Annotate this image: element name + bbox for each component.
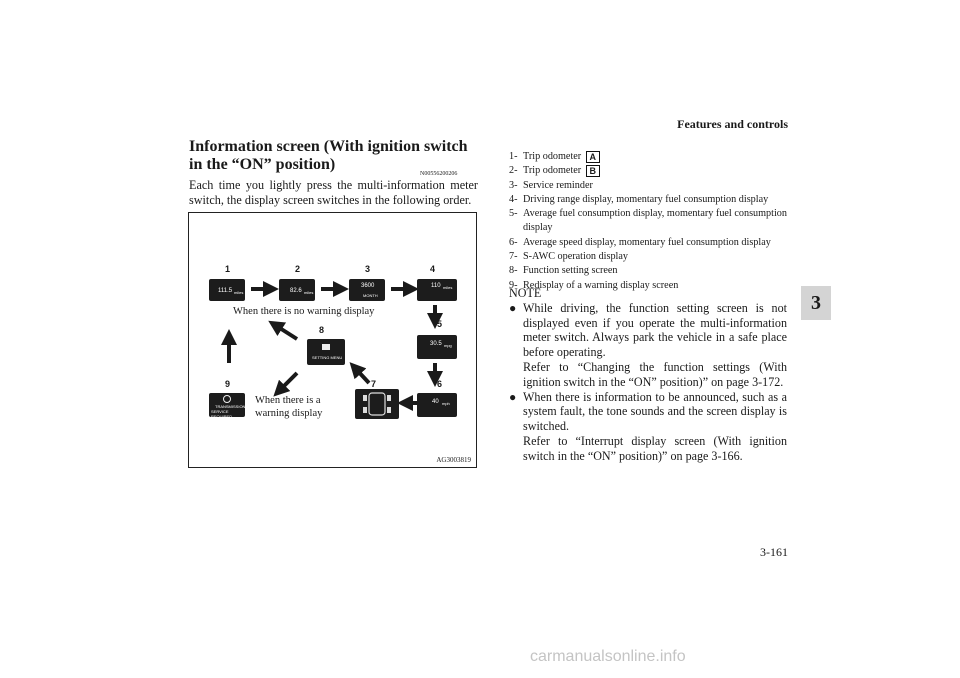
section-header: Features and controls <box>677 117 788 131</box>
screen-8-setting-menu: SETTING MENU <box>307 339 345 365</box>
no-warning-label: When there is no warning display <box>233 306 375 317</box>
list-item: 4-Driving range display, momentary fuel … <box>509 193 769 205</box>
figure-number-4: 4 <box>430 264 436 274</box>
screen-6-average-speed: 40 mph <box>417 393 457 417</box>
figure-number-5: 5 <box>437 319 443 329</box>
warning-label-line2: warning display <box>255 408 323 419</box>
list-item: 9-Redisplay of a warning display screen <box>509 279 679 291</box>
note-label: NOTE <box>509 286 542 300</box>
arrows-svg <box>221 281 443 411</box>
list-item: 1- Trip odometer A <box>509 150 787 164</box>
list-item: 3-Service reminder <box>509 179 593 191</box>
note-section: NOTE ● While driving, the function setti… <box>509 286 787 464</box>
watermark: carmanualsonline.info <box>530 648 686 665</box>
bullet-icon: ● <box>509 300 517 315</box>
section-title: Information screen (With ignition switch… <box>189 138 468 173</box>
list-item: 2- Trip odometer B <box>509 164 787 178</box>
list-item: 5-Average fuel consumption display, mome… <box>509 208 787 234</box>
arrow-8-9 <box>273 371 299 397</box>
cross-reference: Refer to “Interrupt display screen (With… <box>523 433 787 463</box>
screen-3-service-reminder: 3600 MONTH <box>349 279 385 301</box>
arrow-8-top <box>268 320 299 341</box>
screen-9-warning-redisplay: TRANSMISSION SERVICE REQUIRED <box>209 393 245 419</box>
list-item: 7-S-AWC operation display <box>509 251 629 263</box>
screen-1-trip-a: 111.5 miles <box>209 279 245 301</box>
figure-id: AG3003819 <box>436 456 471 464</box>
doc-code: N00556200206 <box>420 171 458 177</box>
note-bullet: ● When there is information to be announ… <box>509 389 787 463</box>
screen-2-trip-b: 82.6 miles <box>279 279 315 301</box>
page-number: 3-161 <box>760 545 788 559</box>
figure-number-6: 6 <box>437 379 443 389</box>
bullet-icon: ● <box>509 389 517 404</box>
box-a-icon: A <box>585 150 600 163</box>
warning-icon <box>223 395 231 403</box>
box-b-icon: B <box>585 164 600 177</box>
figure-number-9: 9 <box>225 379 231 389</box>
setting-menu-icon <box>322 344 330 350</box>
chapter-tab: 3 <box>801 286 831 320</box>
screen-7-s-awc <box>355 389 399 419</box>
figure-number-7: 7 <box>371 379 377 389</box>
intro-paragraph: Each time you lightly press the multi-in… <box>189 178 478 207</box>
figure-number-3: 3 <box>365 264 371 274</box>
display-sequence-figure: 1 2 3 4 5 6 7 8 9 111.5 miles 82.6 miles… <box>188 212 477 468</box>
warning-label-line1: When there is a <box>255 395 321 406</box>
note-bullet: ● While driving, the function setting sc… <box>509 300 787 389</box>
screen-5-average-fuel: 30.5 mpg <box>417 335 457 359</box>
s-awc-vehicle-icon <box>363 392 391 416</box>
figure-number-2: 2 <box>295 264 301 274</box>
list-item: 8-Function setting screen <box>509 265 618 277</box>
display-order-list: 1- Trip odometer A 2- Trip odometer B 3-… <box>509 150 787 293</box>
arrow-7-8 <box>349 362 371 385</box>
cross-reference: Refer to “Changing the function settings… <box>523 359 787 389</box>
figure-number-8: 8 <box>319 325 325 335</box>
figure-number-1: 1 <box>225 264 231 274</box>
list-item: 6-Average speed display, momentary fuel … <box>509 236 771 248</box>
screen-4-driving-range: 110 miles <box>417 279 457 301</box>
